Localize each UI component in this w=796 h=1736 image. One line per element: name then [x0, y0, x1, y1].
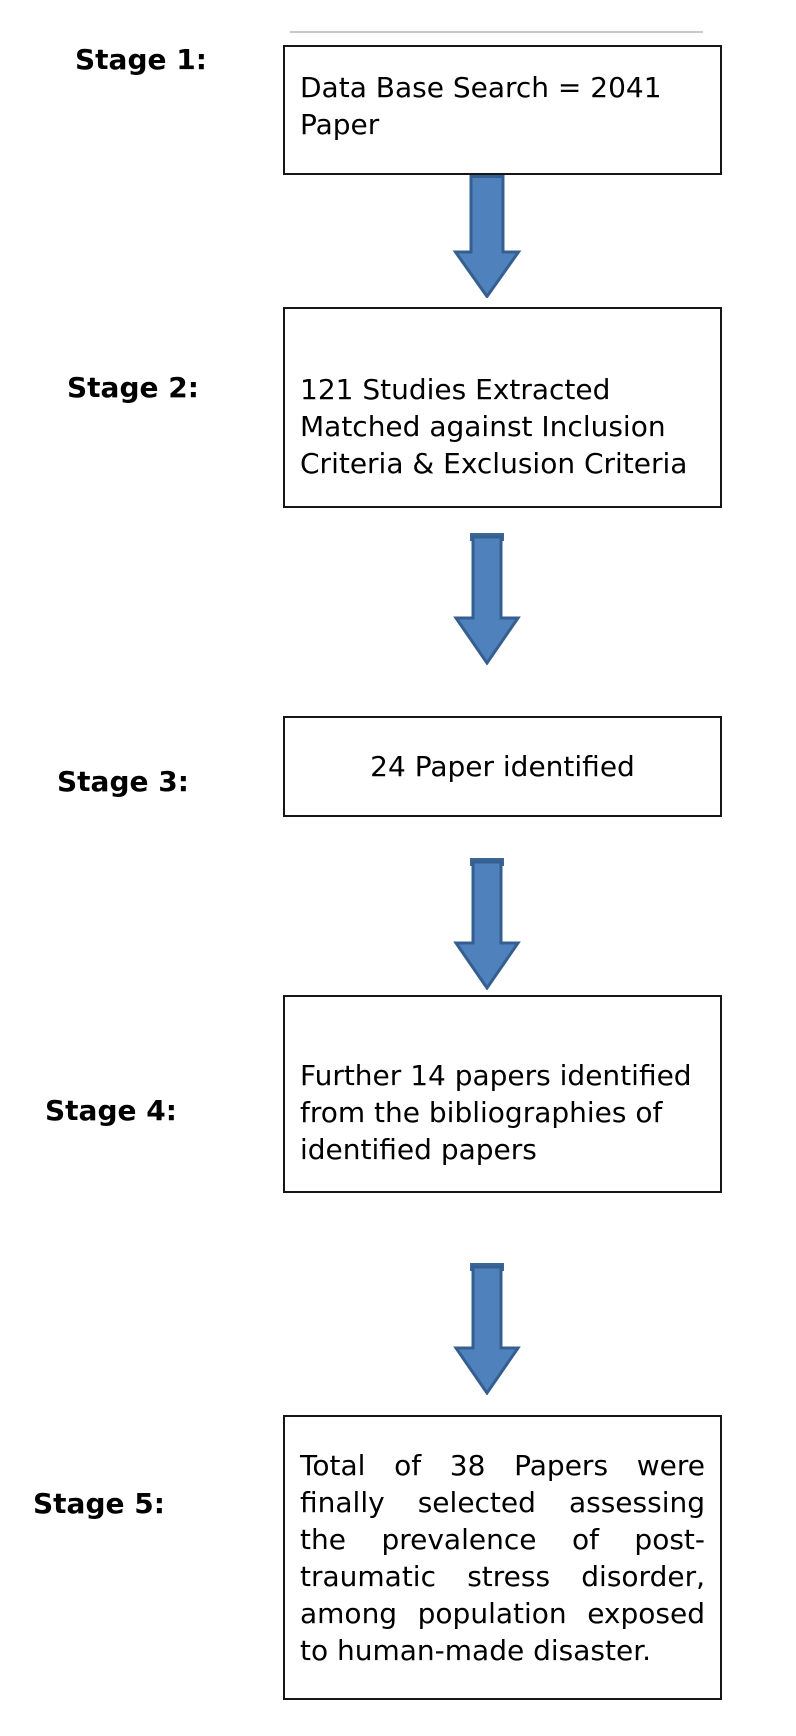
stage-3-box: 24 Paper identified — [283, 716, 722, 817]
stage-3-label: Stage 3: — [57, 765, 189, 798]
stage-2-label: Stage 2: — [67, 371, 199, 404]
stage-2-box: 121 Studies Extracted Matched against In… — [283, 307, 722, 508]
stage-5-box-text: Total of 38 Papers were finally selected… — [300, 1448, 705, 1667]
stage-1-box-text: Data Base Search = 2041 Paper — [300, 71, 662, 141]
stage-2-box-text: 121 Studies Extracted Matched against In… — [300, 373, 688, 480]
down-arrow-icon — [452, 175, 522, 298]
down-arrow-icon — [452, 858, 522, 990]
stage-1-label: Stage 1: — [75, 43, 207, 76]
stage-5-label: Stage 5: — [33, 1487, 165, 1520]
down-arrow-icon — [452, 533, 522, 665]
stage-5-box: Total of 38 Papers were finally selected… — [283, 1415, 722, 1700]
faint-horizontal-line — [290, 31, 703, 33]
down-arrow-icon — [452, 1263, 522, 1395]
stage-1-box: Data Base Search = 2041 Paper — [283, 45, 722, 175]
stage-4-label: Stage 4: — [45, 1094, 177, 1127]
stage-3-box-text: 24 Paper identified — [370, 750, 635, 783]
stage-4-box-text: Further 14 papers identified from the bi… — [300, 1059, 692, 1166]
stage-4-box: Further 14 papers identified from the bi… — [283, 995, 722, 1193]
